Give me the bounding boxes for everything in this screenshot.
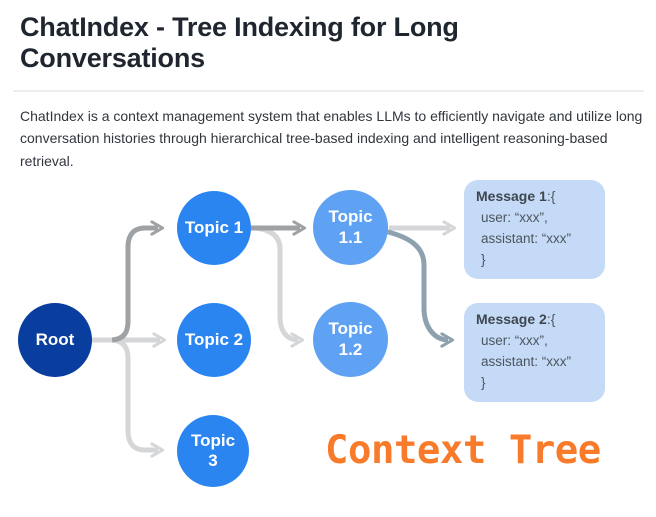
- page-title: ChatIndex - Tree Indexing for Long Conve…: [20, 12, 459, 73]
- message-2-header: Message 2:{: [476, 309, 595, 330]
- edge-root-topic1: [111, 220, 165, 343]
- edge-topic1-topic12: [255, 225, 305, 348]
- message-1-title: Message 1: [476, 188, 547, 204]
- message-1-header: Message 1:{: [476, 186, 595, 207]
- message-1-user-line: user: “xxx”,: [481, 210, 548, 225]
- node-root: Root: [18, 303, 92, 377]
- message-2-title: Message 2: [476, 311, 547, 327]
- message-2-assistant-line: assistant: “xxx”: [481, 354, 572, 369]
- message-2-closing-brace: }: [481, 375, 486, 390]
- edge-root-topic3: [111, 337, 165, 458]
- node-topic-2: Topic 2: [177, 303, 251, 377]
- edge-topic11-message2: [383, 228, 455, 348]
- node-topic-1-1: Topic 1.1: [313, 190, 388, 265]
- message-1-assistant-line: assistant: “xxx”: [481, 231, 572, 246]
- intro-paragraph: ChatIndex is a context management system…: [20, 108, 643, 169]
- message-2-user-line: user: “xxx”,: [481, 333, 548, 348]
- message-card-1: Message 1:{ user: “xxx”, assistant: “xxx…: [464, 180, 605, 279]
- node-topic-3: Topic 3: [177, 415, 249, 487]
- message-1-brace: :{: [546, 188, 556, 204]
- message-2-brace: :{: [546, 311, 556, 327]
- node-topic-1-2: Topic 1.2: [313, 302, 388, 377]
- context-tree-caption: Context Tree: [325, 428, 601, 473]
- message-card-2: Message 2:{ user: “xxx”, assistant: “xxx…: [464, 303, 605, 402]
- message-1-closing-brace: }: [481, 252, 486, 267]
- node-topic-1: Topic 1: [177, 191, 251, 265]
- divider: [13, 90, 644, 92]
